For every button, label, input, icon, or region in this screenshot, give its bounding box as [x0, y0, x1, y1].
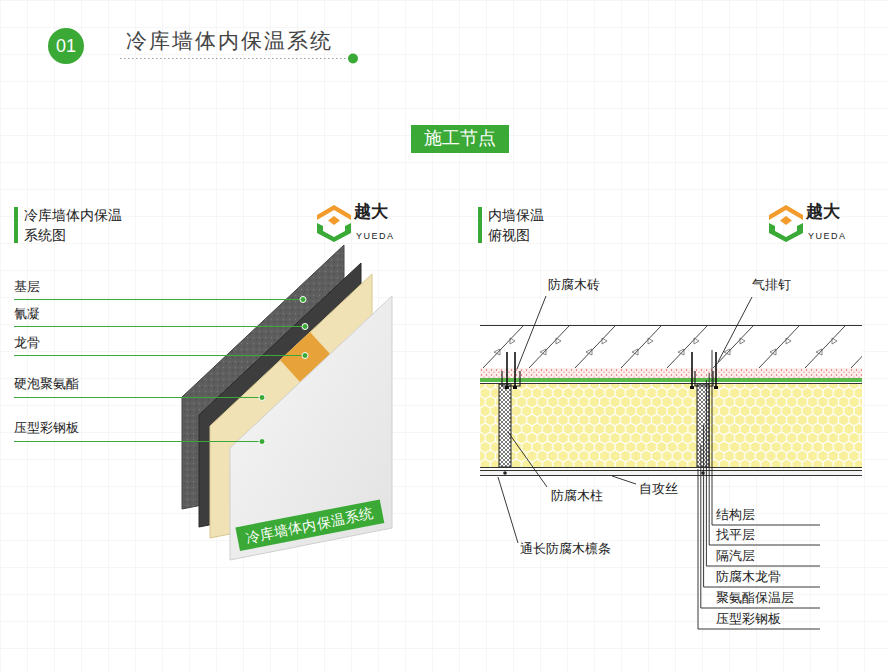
screw	[701, 471, 705, 475]
part-label: 防腐木砖	[548, 277, 600, 293]
leader-dots	[259, 297, 308, 445]
logo-icon	[317, 205, 351, 242]
leveling-layer	[480, 368, 862, 378]
nail	[715, 352, 717, 388]
layer-label: 基层	[14, 279, 40, 295]
part-label: 防腐木柱	[551, 488, 603, 504]
logo-icon	[769, 205, 803, 242]
nail-head	[513, 386, 517, 389]
wall-section-drawing	[480, 326, 862, 476]
leader-dot	[300, 297, 306, 303]
leader-line	[14, 441, 262, 442]
steel-sheet-line	[480, 470, 862, 471]
layer-label: 压型彩钢板	[14, 420, 79, 436]
section-banner: 施工节点	[411, 125, 509, 153]
wall-layers-illustration	[182, 245, 392, 560]
insulation-layer	[480, 384, 862, 467]
list-leader	[698, 469, 820, 629]
layer-label: 硬泡聚氨酯	[14, 376, 79, 392]
layer-list-item: 结构层	[716, 507, 755, 523]
part-label: 气排钉	[752, 277, 791, 293]
layer-list-item: 聚氨酯保温层	[716, 590, 794, 606]
section-leaders	[498, 296, 820, 629]
node-text: 冷库墙体内保温系统	[243, 501, 376, 549]
nail	[506, 352, 508, 388]
structure-layer	[480, 326, 862, 368]
leader-line	[14, 397, 262, 398]
node-text: 施工节点	[424, 128, 496, 150]
leader-line	[14, 326, 305, 327]
leader-line	[718, 297, 752, 362]
nail-head	[714, 386, 718, 389]
nail-heads	[505, 386, 718, 389]
step-number-circle: 01	[48, 28, 84, 64]
node-text: 01	[56, 36, 76, 57]
title-dotted-rule	[120, 58, 347, 59]
steel-panel-layer	[230, 296, 392, 560]
layer-list-item: 找平层	[716, 527, 755, 543]
layer-list-item: 防腐木龙骨	[716, 569, 781, 585]
layer-list-item: 压型彩钢板	[716, 611, 781, 627]
heading-bar	[14, 207, 18, 243]
screw	[503, 471, 507, 475]
panel-heading: 冷库墙体内保温 系统图	[24, 205, 126, 245]
structure-top-line	[480, 325, 862, 326]
logo-subtext: YUEDA	[808, 228, 847, 244]
purlin-line	[480, 475, 862, 476]
system-name-band: 冷库墙体内保温系统	[235, 499, 383, 551]
title-rule-dot	[348, 54, 358, 64]
list-leader	[704, 425, 820, 587]
nail	[514, 352, 516, 388]
vapor-barrier	[480, 378, 862, 382]
leader-lines	[14, 300, 305, 442]
list-leader	[706, 380, 820, 566]
wood-brick	[695, 371, 713, 386]
layer-label: 氰凝	[14, 306, 40, 322]
leader-dot	[259, 395, 265, 401]
leader-line	[508, 432, 547, 487]
leader-line	[14, 355, 305, 356]
heading-bar	[478, 207, 482, 243]
layer-list-item: 隔汽层	[716, 548, 755, 564]
nail	[691, 352, 693, 388]
leader-line	[517, 296, 546, 369]
leader-dot	[259, 439, 265, 445]
logo-text: 越大	[354, 204, 388, 220]
part-label: 自攻丝	[639, 481, 678, 497]
list-leader	[709, 373, 820, 545]
leader-line	[612, 476, 636, 484]
leader-line	[498, 477, 518, 543]
nails	[507, 352, 716, 388]
wood-brick	[502, 371, 520, 386]
leader-dot	[302, 353, 308, 359]
list-leader	[712, 350, 820, 525]
logo-text: 越大	[806, 204, 840, 220]
purlin-strip	[480, 470, 862, 475]
page-title: 冷库墙体内保温系统	[126, 28, 333, 53]
layer-label: 龙骨	[14, 335, 40, 351]
logo-subtext: YUEDA	[356, 228, 395, 244]
wood-post	[499, 384, 511, 467]
wood-post	[697, 384, 709, 467]
list-leader	[701, 445, 820, 608]
steel-sheet-line	[480, 467, 862, 468]
leader-dot	[302, 324, 308, 330]
part-label: 通长防腐木檩条	[520, 541, 611, 557]
panel-heading: 内墙保温 俯视图	[488, 205, 550, 245]
barrier-line	[480, 383, 862, 384]
leader-line	[14, 299, 303, 300]
nail-head	[690, 386, 694, 389]
nail-head	[505, 386, 509, 389]
